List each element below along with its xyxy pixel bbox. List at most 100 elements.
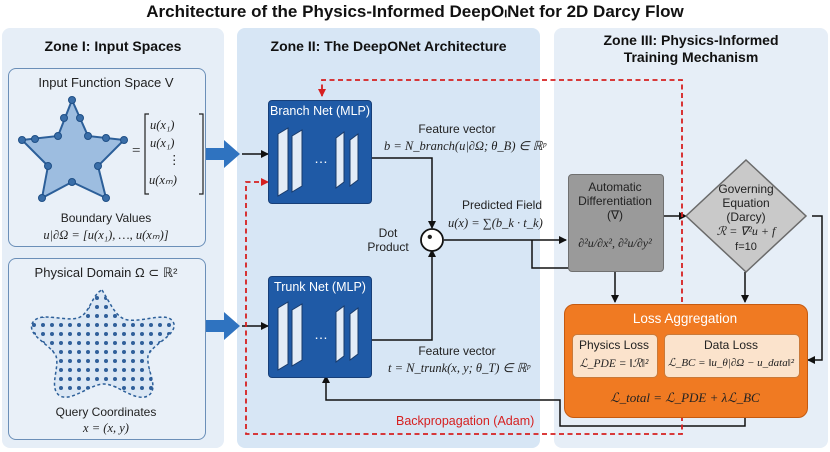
domain-grid-point	[41, 323, 45, 327]
feature-formula-trunk: t = N_trunk(x, y; θ_T) ∈ ℝᵖ	[388, 361, 531, 375]
zone-1-title: Zone I: Input Spaces	[44, 38, 182, 54]
domain-grid-point	[68, 386, 72, 390]
domain-grid-point	[68, 323, 72, 327]
domain-grid-point	[95, 323, 99, 327]
autodiff-title: Automatic Differentiation (∇)	[578, 180, 652, 222]
domain-grid-point	[86, 314, 90, 318]
vector-entry-m: u(xₘ)	[149, 173, 177, 187]
domain-grid-point	[131, 350, 135, 354]
domain-grid-point	[122, 341, 126, 345]
domain-grid-point	[113, 314, 117, 318]
boundary-star-shape	[18, 96, 128, 202]
domain-grid-point	[122, 386, 126, 390]
domain-grid-point	[122, 323, 126, 327]
dot-product-circle	[420, 228, 444, 252]
trunk-net-title: Trunk Net (MLP)	[274, 280, 366, 294]
domain-grid-point	[59, 350, 63, 354]
domain-grid-point	[122, 359, 126, 363]
governing-right-link	[807, 215, 823, 364]
vector-entry-1: u(x₁)	[150, 118, 175, 132]
branch-layer-dots: …	[314, 150, 328, 166]
domain-grid-point	[86, 377, 90, 381]
domain-grid-point	[167, 323, 171, 327]
zone-2-title: Zone II: The DeepONet Architecture	[270, 38, 507, 54]
predicted-field-label: Predicted Field	[461, 198, 543, 212]
domain-grid-point	[95, 341, 99, 345]
domain-grid-point	[86, 323, 90, 327]
domain-grid-point	[113, 341, 117, 345]
predicted-field-formula: u(x) = ∑(b_k · t_k)	[448, 216, 543, 230]
domain-grid-point	[104, 332, 108, 336]
domain-grid-point	[95, 377, 99, 381]
domain-grid-point	[149, 341, 153, 345]
trunk-layer-dots: …	[314, 326, 328, 342]
physics-loss-box	[572, 334, 658, 378]
domain-grid-point	[140, 341, 144, 345]
zone-3-title: Zone III: Physics-Informed Training Mech…	[603, 32, 779, 65]
domain-grid-point	[68, 359, 72, 363]
total-loss-formula: ℒ_total = ℒ_PDE + λℒ_BC	[610, 390, 760, 405]
domain-grid-point	[59, 341, 63, 345]
domain-grid-point	[77, 323, 81, 327]
domain-grid-point	[104, 323, 108, 327]
domain-grid-point	[122, 332, 126, 336]
vector-brackets	[144, 113, 204, 195]
domain-grid-point	[68, 350, 72, 354]
domain-grid-point	[95, 350, 99, 354]
domain-star-grid	[30, 289, 175, 398]
domain-grid-point	[104, 305, 108, 309]
domain-grid-point	[140, 377, 144, 381]
dot-product-symbol: •	[427, 229, 433, 246]
feature-formula-branch: b = N_branch(u|∂Ω; θ_B) ∈ ℝᵖ	[384, 139, 547, 153]
domain-grid-point	[50, 332, 54, 336]
domain-grid-point	[158, 332, 162, 336]
domain-grid-point	[86, 359, 90, 363]
domain-grid-point	[77, 332, 81, 336]
domain-grid-point	[104, 368, 108, 372]
domain-grid-point	[77, 368, 81, 372]
dot-product-label: Dot Product	[367, 226, 409, 254]
domain-grid-point	[131, 323, 135, 327]
domain-grid-point	[113, 377, 117, 381]
domain-grid-point	[59, 386, 63, 390]
domain-grid-point	[104, 377, 108, 381]
physical-domain-title: Physical Domain Ω ⊂ ℝ²	[34, 265, 178, 280]
domain-grid-point	[104, 341, 108, 345]
domain-grid-point	[149, 386, 153, 390]
domain-grid-point	[131, 377, 135, 381]
domain-grid-point	[77, 359, 81, 363]
domain-grid-point	[149, 332, 153, 336]
boundary-values-formula: u|∂Ω = [u(x₁), …, u(xₘ)]	[43, 228, 169, 242]
domain-grid-point	[95, 359, 99, 363]
domain-grid-point	[59, 359, 63, 363]
domain-grid-point	[140, 323, 144, 327]
domain-grid-point	[131, 332, 135, 336]
domain-grid-point	[131, 368, 135, 372]
branch-to-dot	[370, 157, 436, 229]
domain-grid-point	[113, 359, 117, 363]
domain-grid-point	[41, 332, 45, 336]
domain-grid-point	[68, 341, 72, 345]
physics-loss-title: Physics Loss	[578, 338, 650, 352]
autodiff-formula: ∂²u/∂x², ∂²u/∂y²	[578, 236, 652, 250]
domain-grid-point	[140, 350, 144, 354]
domain-grid-point	[122, 350, 126, 354]
domain-grid-point	[104, 359, 108, 363]
query-coordinates-label: Query Coordinates	[55, 405, 157, 419]
input-arrow-top	[206, 140, 240, 168]
backprop-label: Backpropagation (Adam)	[396, 414, 535, 428]
branch-net-title: Branch Net (MLP)	[269, 104, 371, 118]
domain-grid-point	[113, 350, 117, 354]
data-loss-box	[664, 334, 800, 378]
domain-grid-point	[86, 341, 90, 345]
domain-grid-point	[113, 368, 117, 372]
domain-grid-point	[95, 332, 99, 336]
domain-grid-point	[140, 332, 144, 336]
domain-grid-point	[59, 377, 63, 381]
domain-grid-point	[113, 323, 117, 327]
domain-grid-point	[77, 377, 81, 381]
vector-entry-2: u(x₁)	[150, 136, 175, 150]
domain-grid-point	[95, 305, 99, 309]
zone-2-panel	[237, 28, 540, 448]
